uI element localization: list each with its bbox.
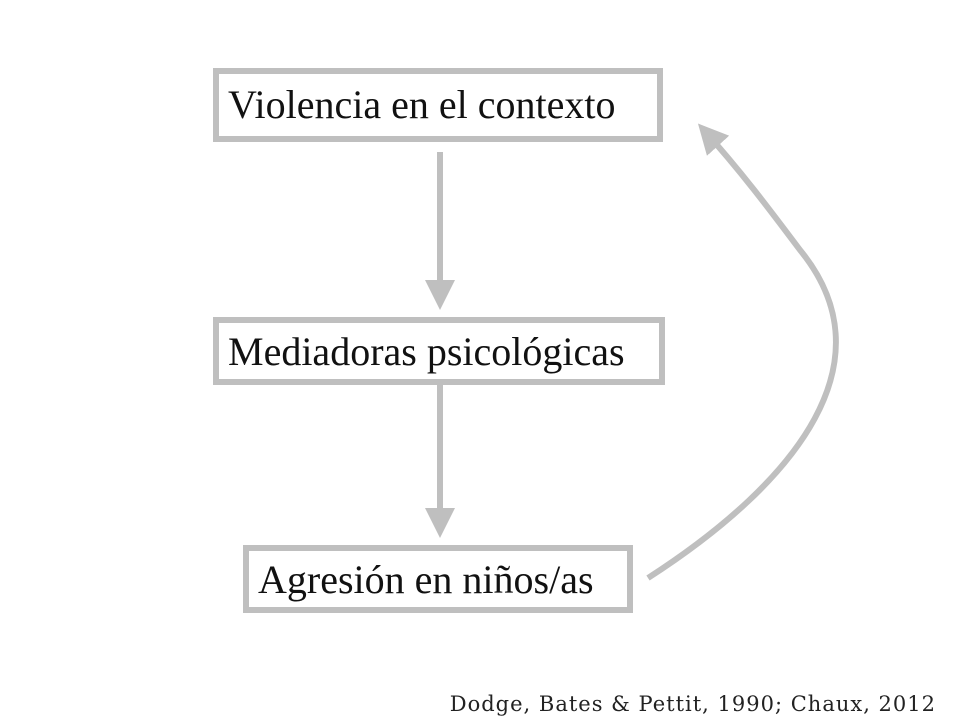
node-agresion-ninos: Agresión en niños/as xyxy=(243,545,633,613)
source-citation: Dodge, Bates & Pettit, 1990; Chaux, 2012 xyxy=(449,692,936,716)
node-box xyxy=(213,317,665,385)
node-label: Mediadoras psicológicas xyxy=(228,329,625,374)
node-label: Violencia en el contexto xyxy=(228,82,615,127)
node-mediadoras-psicologicas: Mediadoras psicológicas xyxy=(213,317,665,385)
node-box xyxy=(243,545,633,613)
node-violencia-contexto: Violencia en el contexto xyxy=(213,68,663,142)
arrow-aggression-to-context xyxy=(646,123,839,581)
node-box xyxy=(213,68,663,142)
node-label: Agresión en niños/as xyxy=(258,557,594,602)
